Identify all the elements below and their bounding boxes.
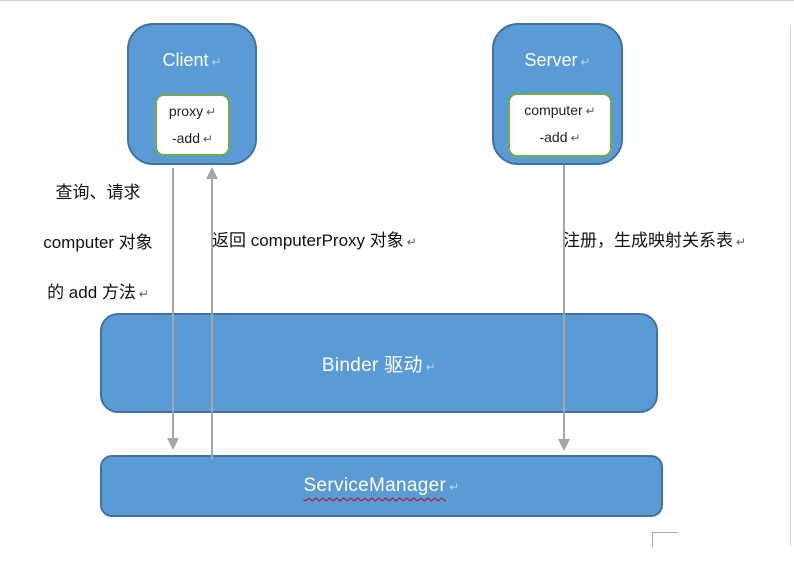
return-mark: ↵ — [425, 359, 437, 374]
binder-driver-box[interactable]: Binder 驱动↵ — [100, 313, 658, 413]
page-border-right — [790, 25, 791, 546]
server-computer-box[interactable]: computer↵ -add↵ — [508, 93, 612, 157]
client-title: Client↵ — [162, 50, 222, 70]
server-title: Server↵ — [524, 50, 591, 70]
client-to-servicemanager-arrow[interactable] — [172, 168, 174, 439]
return-mark: ↵ — [206, 105, 217, 119]
return-mark: ↵ — [570, 131, 581, 145]
return-mark: ↵ — [449, 480, 460, 494]
return-mark: ↵ — [406, 235, 417, 249]
computer-add-label: -add↵ — [539, 129, 581, 145]
proxy-label: proxy↵ — [168, 103, 217, 119]
left-annotation-line2: computer 对象 — [43, 233, 153, 252]
arrow-up-icon — [206, 167, 218, 179]
return-mark: ↵ — [211, 55, 222, 69]
textbox-anchor-corner[interactable] — [652, 532, 678, 547]
middle-annotation: 返回 computerProxy 对象↵ — [212, 231, 417, 250]
return-mark: ↵ — [138, 287, 149, 301]
right-annotation: 注册，生成映射关系表↵ — [563, 231, 747, 250]
service-manager-title: ServiceManager↵ — [303, 475, 460, 496]
arrow-down-icon — [167, 438, 179, 450]
return-mark: ↵ — [580, 55, 591, 69]
computer-label: computer↵ — [524, 102, 596, 118]
left-annotation: 查询、请求 computer 对象 的 add 方法↵ — [18, 168, 178, 319]
binder-driver-title: Binder 驱动↵ — [321, 354, 437, 376]
proxy-add-label: -add↵ — [171, 130, 214, 146]
service-manager-box[interactable]: ServiceManager↵ — [100, 455, 663, 517]
return-mark: ↵ — [736, 235, 747, 249]
return-mark: ↵ — [202, 132, 214, 146]
client-proxy-box[interactable]: proxy↵ -add↵ — [155, 94, 230, 156]
servicemanager-to-client-arrow[interactable] — [211, 179, 213, 460]
arrow-down-icon — [558, 439, 570, 451]
left-annotation-line3: 的 add 方法↵ — [47, 283, 149, 302]
return-mark: ↵ — [585, 104, 596, 118]
left-annotation-line1: 查询、请求 — [55, 183, 141, 202]
server-to-servicemanager-arrow[interactable] — [563, 165, 565, 440]
page-border-top — [0, 0, 794, 1]
